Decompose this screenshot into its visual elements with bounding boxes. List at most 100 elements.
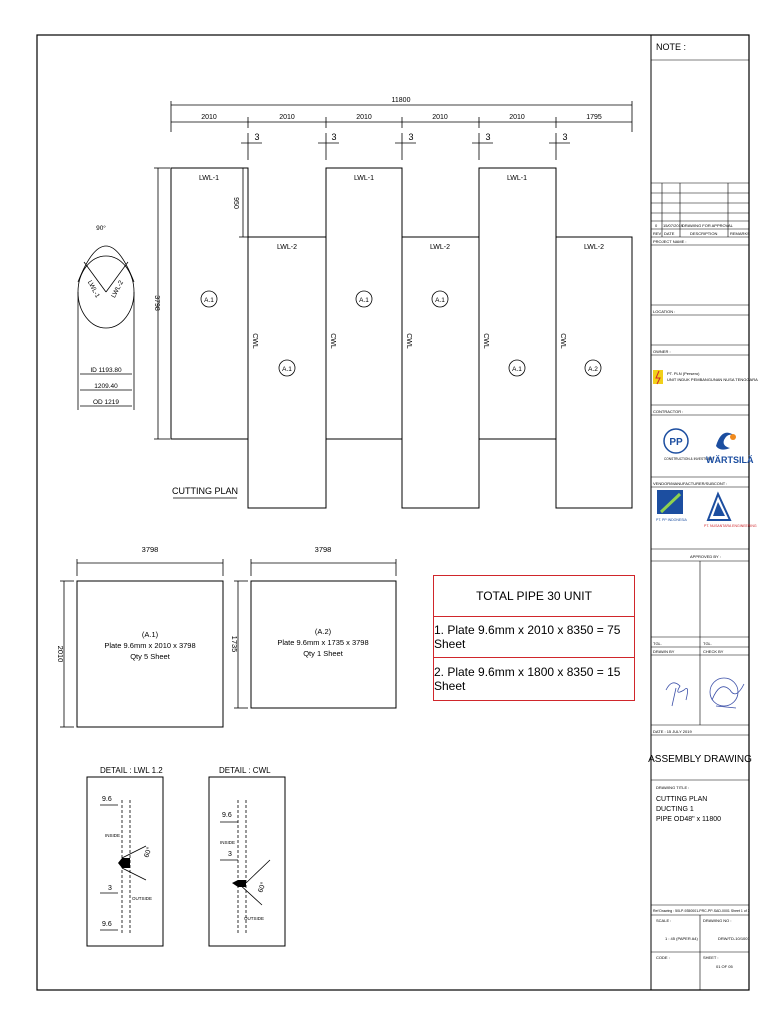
label-lwl1-2: LWL-1	[354, 175, 374, 182]
dim-gap-2: 3	[331, 132, 336, 142]
label-cwl-1: CWL	[251, 333, 258, 349]
weld-details-text: DETAIL : LWL 1.2 9.6 9.6 3 60° INSIDE OU…	[100, 766, 271, 928]
scale-value: 1 : 45 (PAPER A4)	[665, 936, 698, 941]
plate-a2-name: (A.2)	[315, 627, 332, 636]
dim-step: 950	[232, 197, 239, 209]
plate-a1-name: (A.1)	[142, 630, 159, 639]
plate-a2-desc: Plate 9.6mm x 1735 x 3798	[277, 638, 368, 647]
detail-lwl-angle: 60°	[142, 846, 153, 859]
detail-cwl-title: DETAIL : CWL	[219, 766, 271, 775]
detail-lwl-outside: OUTSIDE	[132, 896, 152, 901]
drawing-no-value: DRW/TD-10/1001	[718, 936, 750, 941]
detail-lwl-thk-bot: 9.6	[102, 921, 112, 928]
pipe-section-text: 90° LWL-1 LWL-2 ID 1193.80 1209.40 OD 12…	[86, 224, 125, 406]
detail-lwl-gap: 3	[108, 885, 112, 892]
contractor-label: CONTRACTOR :	[653, 409, 683, 414]
sheet-label: SHEET :	[703, 955, 719, 960]
rev-header-remarks: REMARKS	[730, 231, 750, 236]
vendor2-name: PT. NUSANTARA ENGINEERING	[704, 524, 757, 528]
label-lwl1-1: LWL-1	[199, 175, 219, 182]
wartsila-text: WÄRTSILÄ	[706, 455, 754, 465]
rev0-date: 15/07/2019	[663, 223, 684, 228]
plate-a1-desc: Plate 9.6mm x 2010 x 3798	[104, 641, 195, 650]
doc-type: ASSEMBLY DRAWING	[648, 754, 752, 765]
summary-title: TOTAL PIPE 30 UNIT	[434, 576, 634, 617]
detail-cwl-thk: 9.6	[222, 812, 232, 819]
weld-fill	[118, 858, 246, 887]
ttd2-label: TGL.	[703, 641, 712, 646]
owner-unit: UNIT INDUK PEMBANGUNAN NUSA TENGGARA	[667, 377, 758, 382]
plate-5	[478, 167, 557, 440]
approved-by-label: APPROVED BY :	[690, 554, 721, 559]
drawing-title-label: DRAWING TITLE :	[656, 785, 689, 790]
plate-a1-height: 2010	[56, 646, 65, 663]
dim-height: 3798	[153, 295, 160, 311]
drawing-no-label: DRAWING NO :	[703, 918, 732, 923]
dim-gap-4: 3	[485, 132, 490, 142]
label-lwl2-3: LWL-2	[584, 244, 604, 251]
pipe-angle: 90°	[96, 224, 106, 232]
drawing-title-1: CUTTING PLAN	[656, 796, 707, 803]
plate-6	[555, 236, 633, 509]
plate-a1	[76, 580, 224, 728]
ttd1-label: TGL.	[653, 641, 662, 646]
pipe-id: ID 1193.80	[90, 367, 122, 374]
plate-a1-width: 3798	[142, 545, 159, 554]
title-block-lines	[651, 59, 749, 990]
svg-text:PP: PP	[669, 437, 683, 448]
detail-cwl-outside: OUTSIDE	[244, 916, 264, 921]
cutting-plan	[154, 101, 633, 509]
plate-a2	[250, 580, 397, 709]
mark-a1-3: A.1	[435, 297, 445, 304]
label-cwl-5: CWL	[559, 333, 566, 349]
ref-drawing: Ref Drawing : 50LP-9350001-PRC-PP-SAD-00…	[653, 909, 750, 913]
detail-cwl-angle: 60°	[256, 881, 267, 894]
dim-overall: 11800	[392, 97, 411, 104]
dim-gap-5: 3	[562, 132, 567, 142]
owner-company: PT. PLN (Persero)	[667, 371, 700, 376]
rev-header-rev: REV	[653, 231, 662, 236]
label-cwl-3: CWL	[405, 333, 412, 349]
label-cwl-4: CWL	[482, 333, 489, 349]
detail-lwl-inside: INSIDE	[105, 833, 120, 838]
dim-seg-1: 2010	[201, 114, 217, 121]
detail-cwl-box	[208, 776, 286, 947]
dim-seg-6: 1795	[586, 114, 602, 121]
detail-lwl-thk-top: 9.6	[102, 796, 112, 803]
dim-gap-3: 3	[408, 132, 413, 142]
project-name-label: PROJECT NAME :	[653, 239, 687, 244]
mark-a2-1: A.2	[588, 366, 598, 373]
sheet-value: 01 OF 05	[716, 964, 733, 969]
rev-header-desc: DESCRIPTION	[690, 231, 717, 236]
detail-lwl-title: DETAIL : LWL 1.2	[100, 766, 163, 775]
summary-line-1: 1. Plate 9.6mm x 2010 x 8350 = 75 Sheet	[434, 617, 634, 658]
dim-gap-1: 3	[254, 132, 259, 142]
mark-a1-4: A.1	[282, 366, 292, 373]
vendor1-name: PT. PP INDONESIA	[656, 518, 688, 522]
plate-a1-qty: Qty 5 Sheet	[130, 652, 171, 661]
rev0-desc: DRAWING FOR APPROVAL	[682, 223, 734, 228]
pipe-mid: 1209.40	[94, 383, 118, 390]
drawing-title-2: DUCTING 1	[656, 806, 694, 813]
signatures	[665, 677, 745, 709]
pipe-section	[77, 245, 135, 410]
vendor2-logo	[706, 491, 732, 521]
dim-seg-3: 2010	[356, 114, 372, 121]
checked-by-label: CHECK BY	[703, 649, 724, 654]
pp-text: CONSTRUCTION & INVESTMENT	[664, 457, 714, 461]
pln-logo	[653, 370, 663, 385]
plate-4	[401, 236, 480, 509]
vendor-label: VENDOR/MANUFACTURER/SUBCONT :	[653, 481, 727, 486]
owner-label: OWNER :	[653, 349, 671, 354]
note-label: NOTE :	[656, 42, 686, 52]
rev-header-date: DATE	[664, 231, 675, 236]
scale-label: SCALE :	[656, 918, 671, 923]
dim-seg-5: 2010	[509, 114, 525, 121]
dim-seg-2: 2010	[279, 114, 295, 121]
plate-a2-height: 1735	[230, 636, 239, 653]
rev0-rev: 0	[655, 223, 658, 228]
plate-details	[60, 559, 397, 728]
summary-line-2: 2. Plate 9.6mm x 1800 x 8350 = 15 Sheet	[434, 665, 621, 693]
label-lwl2-1: LWL-2	[277, 244, 297, 251]
